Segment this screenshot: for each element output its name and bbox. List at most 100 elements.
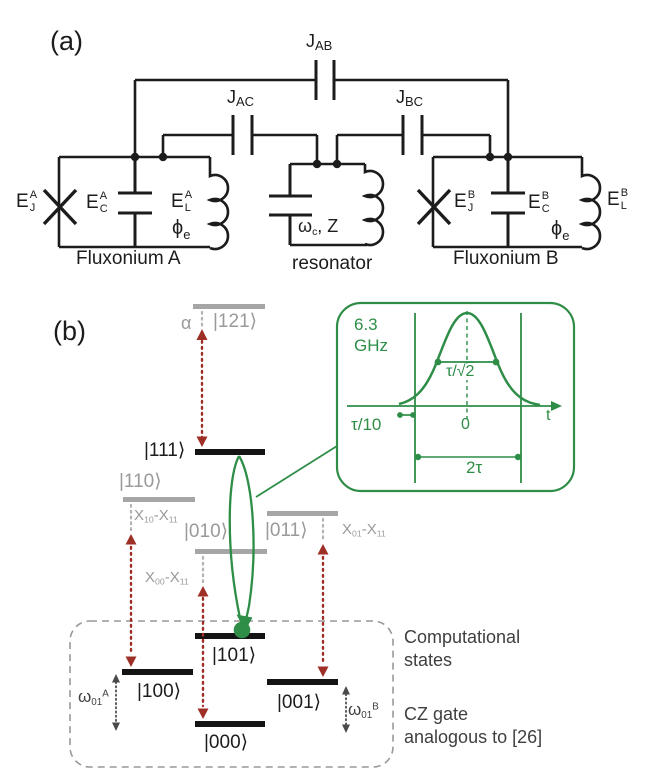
fluxonium-b-caption: Fluxonium B bbox=[453, 248, 559, 269]
arrowhead-down bbox=[342, 724, 350, 733]
population-dot bbox=[233, 621, 251, 639]
node-dot bbox=[332, 159, 342, 169]
level-011 bbox=[267, 511, 338, 516]
level-100 bbox=[122, 669, 193, 675]
ramp-dot bbox=[410, 412, 416, 418]
circuit-a bbox=[42, 60, 602, 251]
level-001 bbox=[267, 679, 338, 685]
arrowhead-up bbox=[197, 586, 209, 597]
level-000 bbox=[195, 721, 265, 727]
transition-x00-label: X00-X11 bbox=[145, 569, 189, 587]
ramp-dot bbox=[397, 412, 403, 418]
arrowhead-down bbox=[197, 708, 209, 719]
fluxonium-b-circuit bbox=[416, 152, 602, 251]
ket-010-label: |010⟩ bbox=[184, 521, 229, 542]
omega-c-label: ωc, Z bbox=[298, 216, 339, 238]
computational-note-line2: states bbox=[404, 650, 453, 670]
inset-connector-line bbox=[255, 445, 338, 498]
inset-freq-unit-label: GHz bbox=[354, 336, 388, 355]
computational-note-line1: Computational bbox=[404, 627, 521, 647]
transition-x10-label: X10-X11 bbox=[134, 507, 178, 525]
loop-right-side bbox=[238, 455, 255, 622]
ket-101-label: |101⟩ bbox=[212, 645, 257, 666]
inductor-a-coil bbox=[206, 157, 230, 251]
arrowhead-up bbox=[342, 686, 350, 695]
arrowhead-up bbox=[317, 544, 329, 555]
capacitor-a bbox=[118, 157, 152, 247]
jab-capacitor bbox=[314, 60, 336, 100]
level-101 bbox=[195, 633, 265, 639]
gaussian-pulse-curve bbox=[398, 311, 541, 407]
ramp-label: τ/10 bbox=[351, 415, 382, 434]
inductor-b-coil bbox=[578, 157, 602, 251]
cz-note-line2: analogous to [26] bbox=[404, 727, 543, 747]
omega01-b-label: ω01B bbox=[348, 700, 379, 721]
pulse-width-dot bbox=[414, 453, 422, 461]
computational-states-box bbox=[69, 620, 394, 768]
node-dot bbox=[158, 152, 168, 162]
alpha-label: α bbox=[181, 313, 192, 333]
coupler-network bbox=[133, 60, 510, 164]
resonator-capacitor bbox=[269, 164, 312, 245]
cz-note-line1: CZ gate bbox=[404, 704, 469, 724]
node-dot bbox=[485, 152, 495, 162]
level-110 bbox=[123, 497, 195, 502]
node-dot bbox=[503, 152, 513, 162]
josephson-junction-a-icon bbox=[42, 188, 78, 226]
resonator-caption: resonator bbox=[292, 253, 373, 274]
loop-left-side bbox=[228, 455, 242, 619]
resonator-inductor-coil bbox=[361, 164, 385, 247]
arrowhead-up bbox=[125, 534, 137, 545]
fluxonium-a-circuit bbox=[42, 152, 230, 251]
capacitor-b bbox=[491, 157, 525, 247]
node-dot bbox=[130, 152, 140, 162]
ket-100-label: |100⟩ bbox=[137, 681, 182, 702]
node-dot bbox=[312, 159, 322, 169]
half-width-dot bbox=[434, 358, 442, 366]
resonator-circuit bbox=[269, 159, 385, 247]
cz-pulse-loop bbox=[228, 445, 338, 639]
ket-110-label: |110⟩ bbox=[119, 471, 162, 492]
pulse-inset bbox=[335, 301, 576, 493]
arrowhead-down bbox=[196, 436, 208, 447]
time-axis-arrowhead bbox=[551, 401, 562, 411]
ket-111-label: |111⟩ bbox=[144, 440, 186, 461]
zero-label: 0 bbox=[461, 416, 470, 433]
jac-capacitor bbox=[231, 115, 254, 155]
ket-001-label: |001⟩ bbox=[277, 692, 322, 713]
jbc-capacitor bbox=[401, 115, 424, 155]
pulse-width-label: 2τ bbox=[466, 458, 483, 477]
inset-box bbox=[335, 301, 576, 493]
ket-011-label: |011⟩ bbox=[265, 520, 308, 541]
arrowhead-down bbox=[317, 666, 329, 677]
time-axis-label: t bbox=[546, 407, 551, 424]
arrowhead-up bbox=[196, 329, 208, 340]
arrowhead-down bbox=[112, 722, 120, 731]
level-111 bbox=[195, 449, 265, 455]
pulse-width-dot bbox=[514, 453, 522, 461]
arrowhead-up bbox=[112, 674, 120, 683]
half-width-label: τ/√2 bbox=[444, 363, 477, 380]
fluxonium-a-caption: Fluxonium A bbox=[76, 248, 181, 269]
omega01-a-label: ω01A bbox=[78, 687, 109, 708]
transition-x01-label: X01-X11 bbox=[342, 521, 386, 539]
level-121 bbox=[193, 304, 265, 309]
ket-121-label: |121⟩ bbox=[213, 311, 258, 332]
inset-freq-label: 6.3 bbox=[354, 315, 378, 334]
arrowhead-down bbox=[125, 656, 137, 667]
ket-000-label: |000⟩ bbox=[204, 732, 249, 753]
half-width-dot bbox=[492, 358, 500, 366]
josephson-junction-b-icon bbox=[416, 188, 452, 226]
